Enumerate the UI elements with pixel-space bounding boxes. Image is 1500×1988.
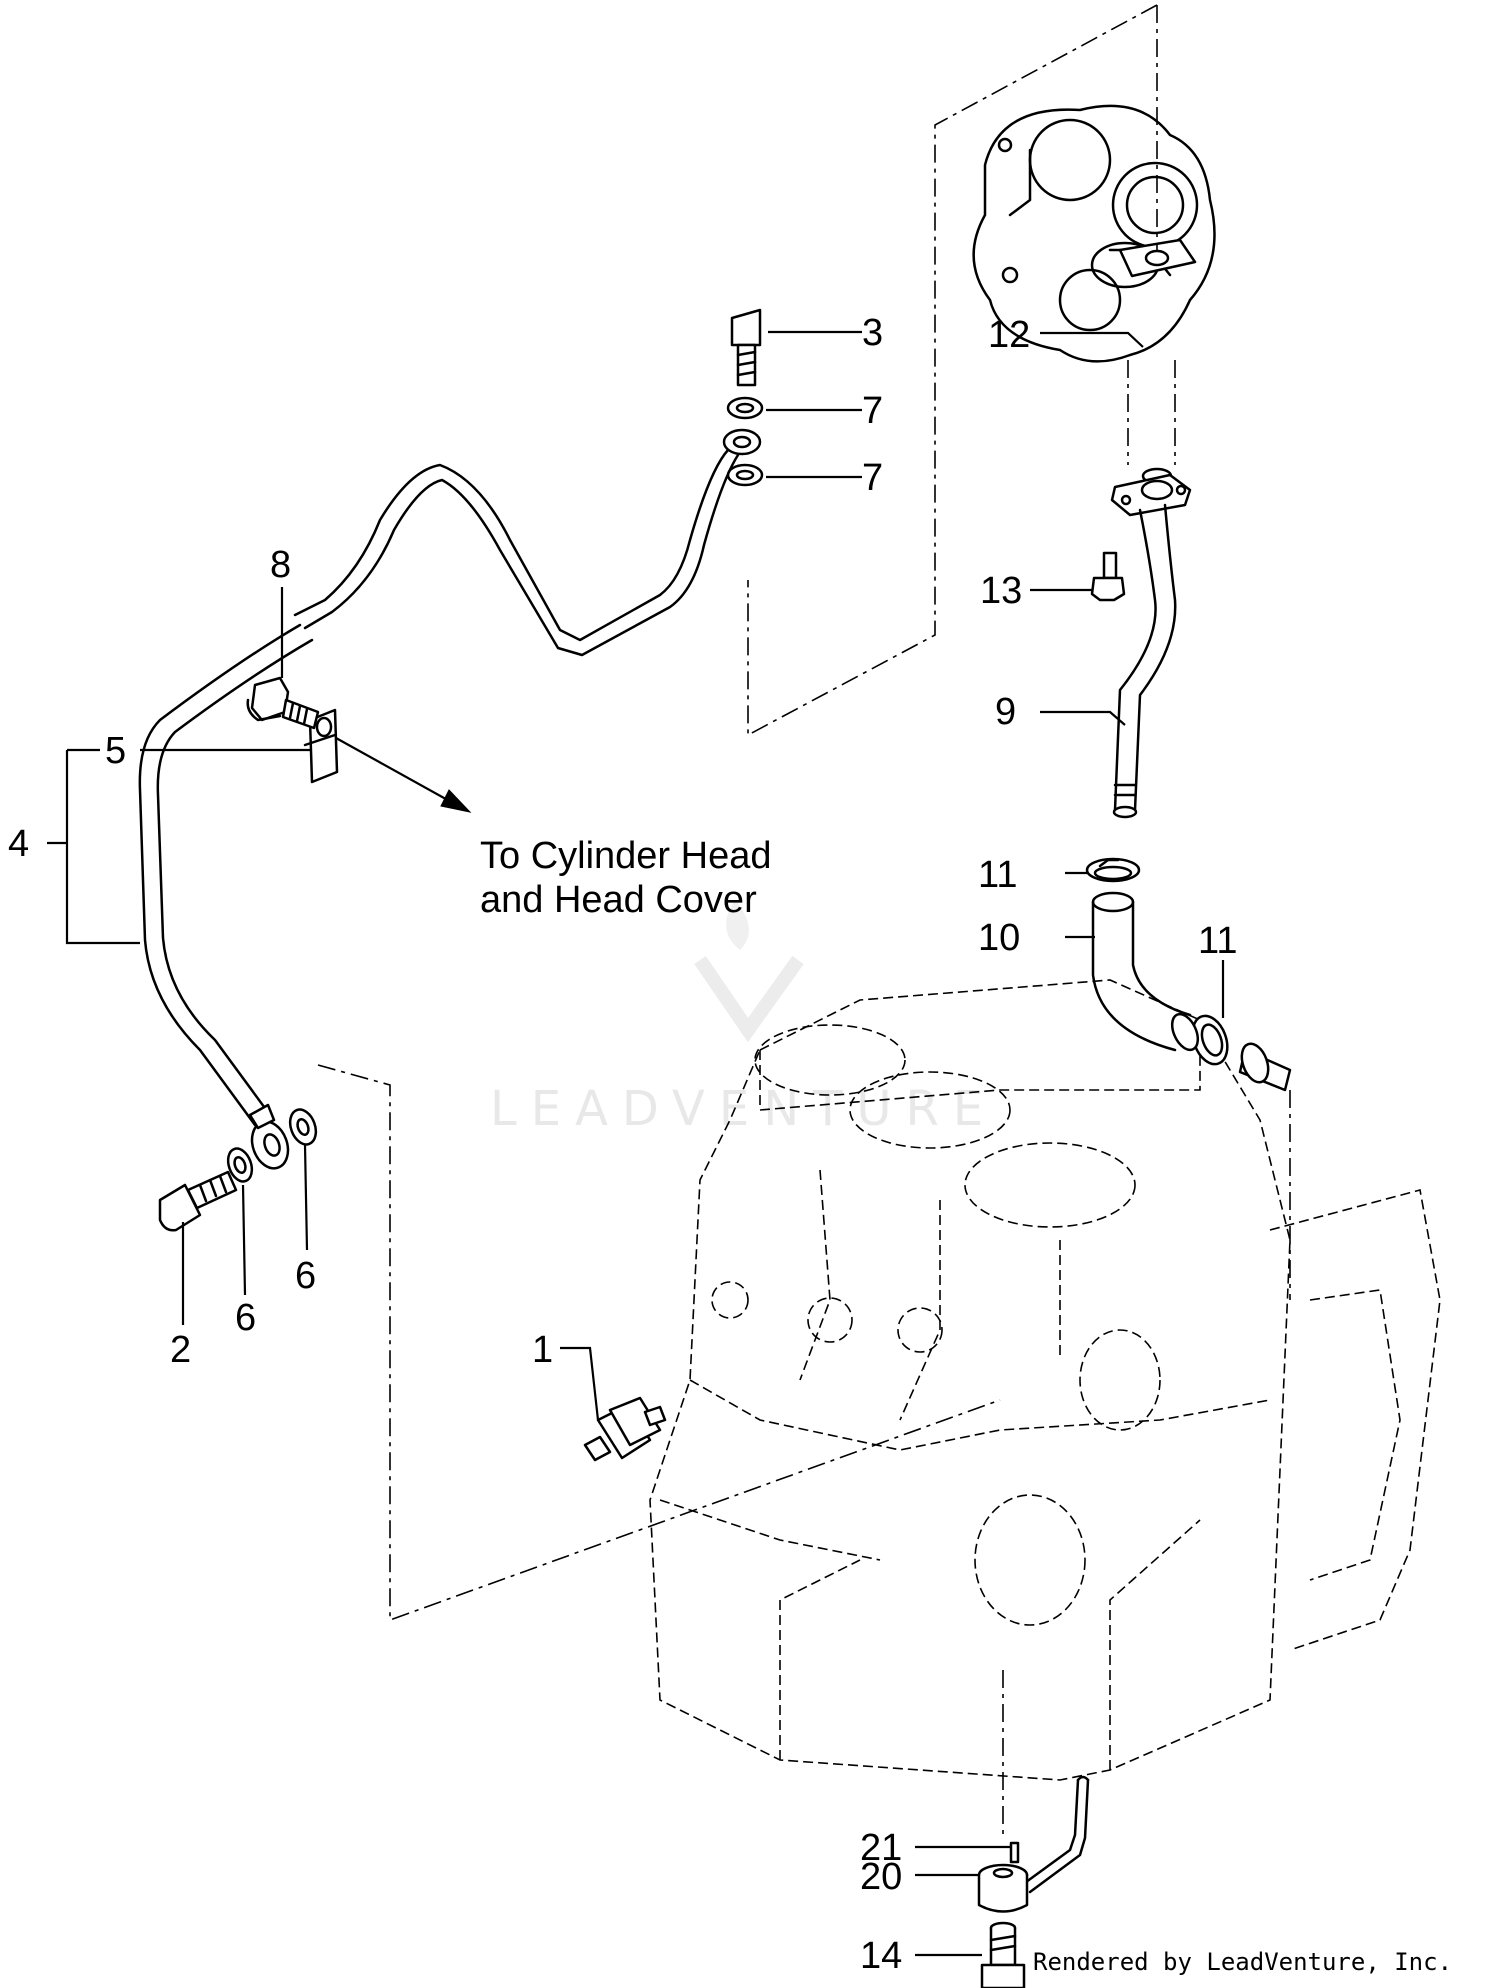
part-5-bracket bbox=[303, 708, 339, 784]
part-7-washer-lower bbox=[726, 463, 764, 487]
watermark-text: LEADVENTURE bbox=[490, 1081, 997, 1137]
callout-7-lower: 7 bbox=[862, 457, 883, 499]
callout-2: 2 bbox=[170, 1329, 191, 1371]
leader-lines bbox=[47, 330, 1225, 1957]
callout-21: 21 bbox=[860, 1827, 902, 1869]
part-2-banjo-bolt bbox=[158, 1170, 238, 1232]
note-line-2: and Head Cover bbox=[480, 879, 757, 921]
turbocharger bbox=[972, 104, 1216, 363]
part-1-oil-pressure-switch bbox=[583, 1396, 667, 1462]
part-7-washer-upper bbox=[726, 396, 764, 420]
callout-5: 5 bbox=[105, 730, 126, 772]
part-6-washer-right bbox=[288, 1108, 318, 1146]
callout-3: 3 bbox=[862, 312, 883, 354]
watermark: LEADVENTURE bbox=[490, 900, 997, 1137]
callout-20: 20 bbox=[860, 1856, 902, 1898]
part-20-oil-jet bbox=[977, 1775, 1090, 1913]
callout-12: 12 bbox=[988, 314, 1030, 356]
callout-8: 8 bbox=[270, 544, 291, 586]
callout-1: 1 bbox=[532, 1329, 553, 1371]
part-13-bolt bbox=[1090, 551, 1126, 602]
callout-6-right: 6 bbox=[295, 1255, 316, 1297]
assembly-lines bbox=[317, 4, 1291, 1835]
callout-11-upper: 11 bbox=[978, 854, 1017, 896]
part-21-pin bbox=[1009, 1841, 1020, 1864]
callout-labels: 1 2 3 4 5 6 6 7 7 8 9 10 11 11 12 13 14 … bbox=[8, 312, 1237, 1977]
engine-block bbox=[649, 979, 1441, 1781]
part-4-oil-feed-line bbox=[138, 428, 762, 1170]
callout-10: 10 bbox=[978, 917, 1020, 959]
block-fitting bbox=[1238, 1042, 1292, 1092]
part-11-clamp-lower bbox=[1191, 1014, 1229, 1066]
callout-6-left: 6 bbox=[235, 1297, 256, 1339]
part-9-drain-pipe bbox=[1110, 473, 1192, 819]
part-11-clamp-upper bbox=[1085, 857, 1141, 883]
destination-note: To Cylinder Head and Head Cover bbox=[480, 835, 771, 921]
render-credit: Rendered by LeadVenture, Inc. bbox=[1033, 1948, 1452, 1976]
callout-11-lower: 11 bbox=[1198, 920, 1237, 962]
part-3-banjo-bolt bbox=[730, 308, 762, 387]
callout-7-upper: 7 bbox=[862, 390, 883, 432]
callout-13: 13 bbox=[980, 570, 1022, 612]
callout-9: 9 bbox=[995, 691, 1016, 733]
part-8-bolt bbox=[246, 676, 320, 730]
part-6-washer-left bbox=[226, 1147, 254, 1183]
note-line-1: To Cylinder Head bbox=[480, 835, 771, 877]
part-14-bolt bbox=[980, 1921, 1026, 1988]
callout-14: 14 bbox=[860, 1935, 902, 1977]
callout-4: 4 bbox=[8, 823, 29, 865]
part-10-hose bbox=[1091, 891, 1200, 1052]
